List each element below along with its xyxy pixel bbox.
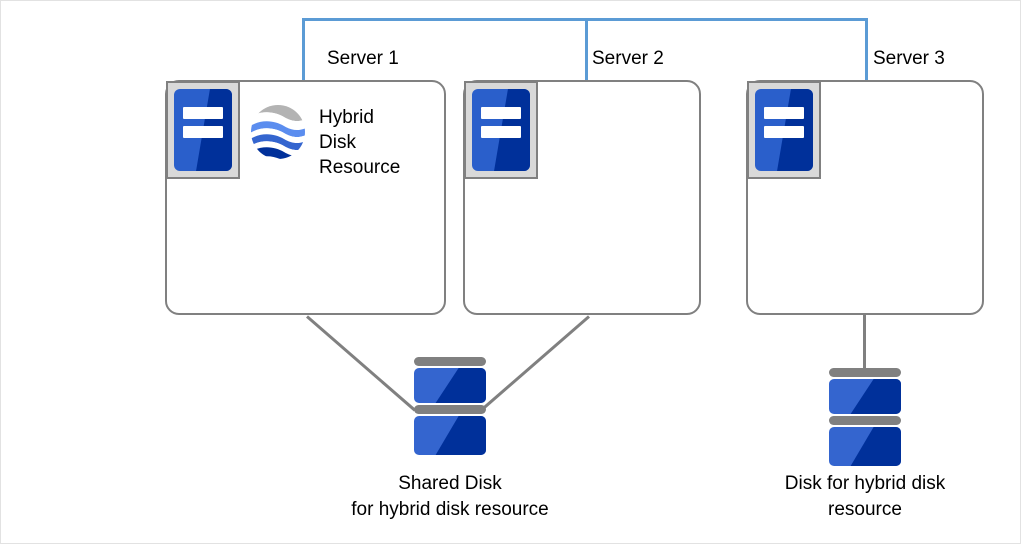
- hybrid-disk-resource-label-line-2: Disk: [319, 132, 356, 153]
- connector-server-2-to-shared-disk: [480, 315, 590, 412]
- disk-cap-middle: [829, 416, 901, 425]
- hybrid-disk-caption-line-2: resource: [828, 499, 902, 520]
- disk-cap-top: [829, 368, 901, 377]
- disk-cap-middle: [414, 405, 486, 414]
- disk-body-upper: [414, 368, 486, 403]
- shared-disk-icon: [414, 357, 486, 455]
- hybrid-disk-resource-globe-icon: [250, 104, 306, 160]
- network-drop-server-2: [585, 18, 588, 80]
- disk-body-lower: [414, 416, 486, 455]
- server-icon: [166, 81, 240, 179]
- hybrid-disk-resource-label: Hybrid Disk Resource: [319, 105, 400, 180]
- shared-disk-caption-line-2: for hybrid disk resource: [351, 499, 549, 520]
- disk-body-lower: [829, 427, 901, 466]
- network-drop-server-1: [302, 18, 305, 80]
- network-drop-server-3: [865, 18, 868, 80]
- server-3-label: Server 3: [873, 48, 945, 69]
- hybrid-disk-resource-label-line-3: Resource: [319, 157, 401, 178]
- disk-body-upper: [829, 379, 901, 414]
- disk-cap-top: [414, 357, 486, 366]
- server-1-label: Server 1: [327, 48, 399, 69]
- hybrid-disk-resource-label-line-1: Hybrid: [319, 107, 374, 128]
- hybrid-disk-icon: [829, 368, 901, 466]
- server-2-label: Server 2: [592, 48, 664, 69]
- shared-disk-caption: Shared Disk for hybrid disk resource: [330, 471, 570, 523]
- server-icon: [464, 81, 538, 179]
- hybrid-disk-caption: Disk for hybrid disk resource: [745, 471, 985, 523]
- shared-disk-caption-line-1: Shared Disk: [398, 473, 502, 494]
- connector-server-3-to-hybrid-disk: [863, 315, 866, 368]
- server-icon: [747, 81, 821, 179]
- connector-server-1-to-shared-disk: [306, 315, 416, 412]
- hybrid-disk-caption-line-1: Disk for hybrid disk: [784, 473, 946, 494]
